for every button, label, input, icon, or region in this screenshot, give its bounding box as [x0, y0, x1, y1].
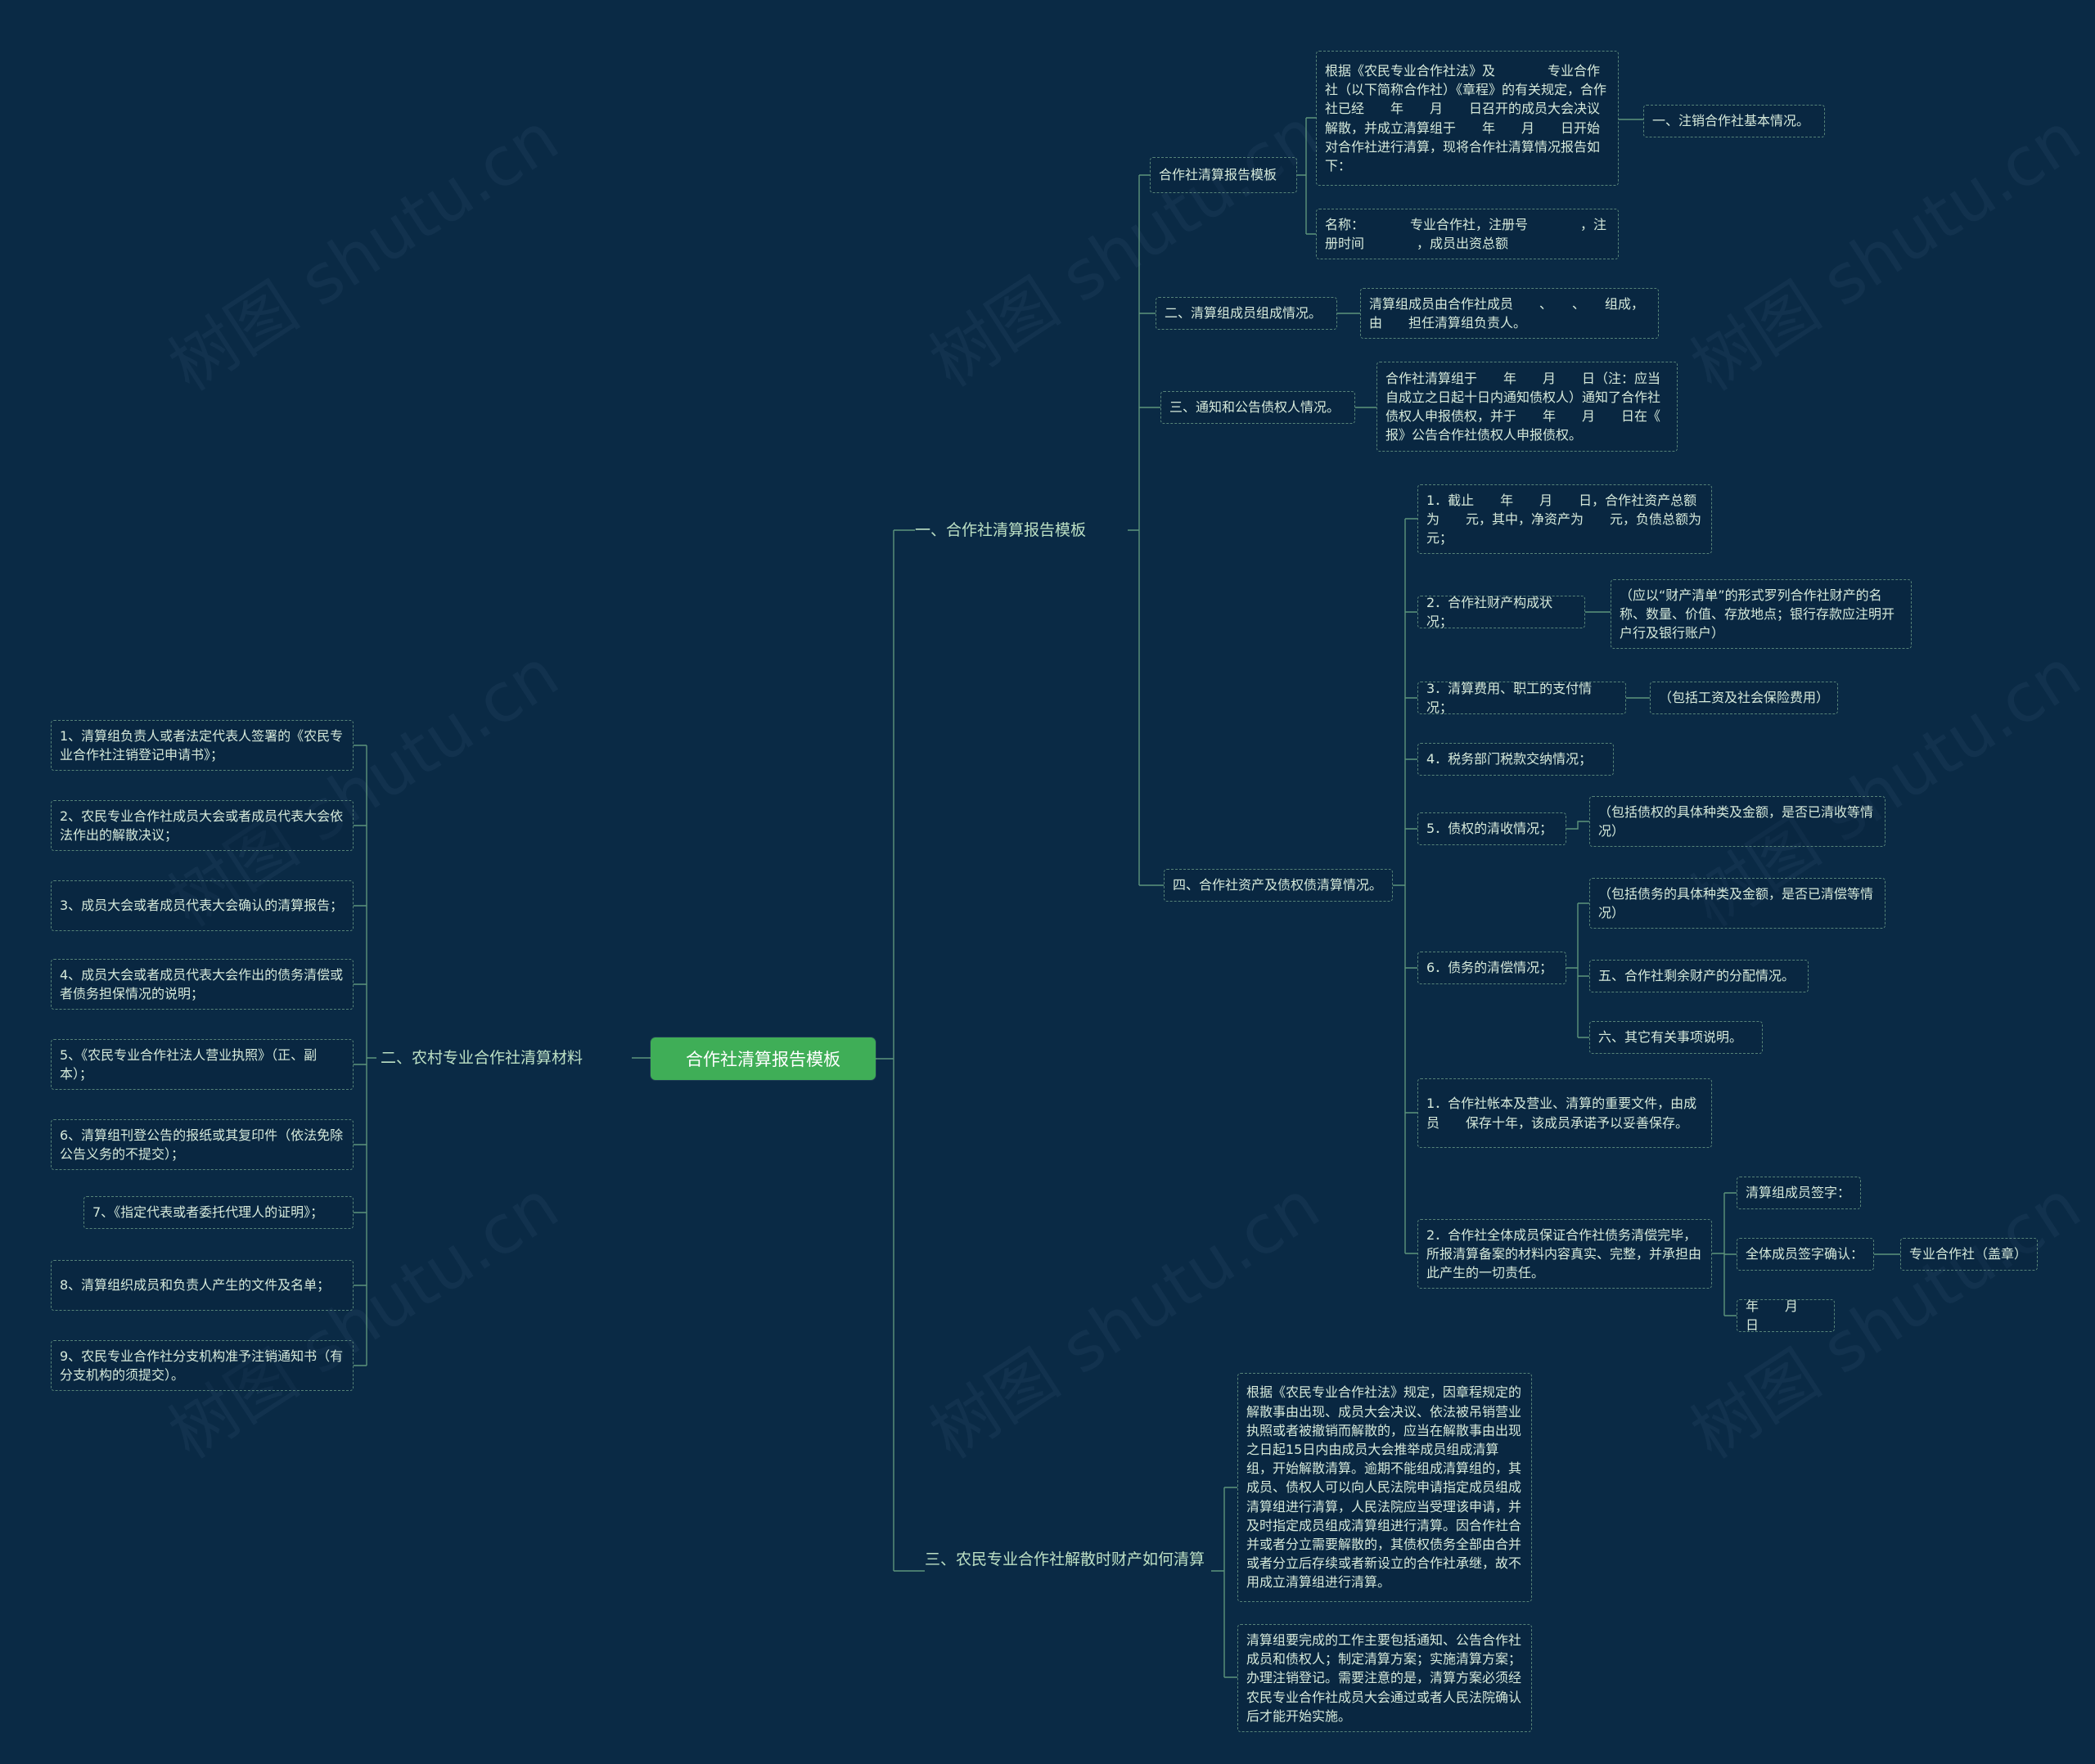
connector-left-branch	[354, 745, 651, 1366]
section4-node[interactable]: 四、合作社资产及债权债清算情况。	[1164, 869, 1393, 902]
debt-node[interactable]: 6．债务的清偿情况；	[1417, 952, 1566, 984]
material-item-2[interactable]: 2、农民专业合作社成员大会或者成员代表大会依法作出的解散决议；	[51, 800, 354, 851]
guarantee-node[interactable]: 2．合作社全体成员保证合作社债务清偿完毕，所报清算备案的材料内容真实、完整，并承…	[1417, 1219, 1712, 1289]
connector-template-children	[1297, 117, 1316, 235]
property-note-node[interactable]: （应以“财产清单”的形式罗列合作社财产的名称、数量、价值、存放地点；银行存款应注…	[1611, 579, 1912, 649]
section2-detail-node[interactable]: 清算组成员由合作社成员 、 、 组成，由 担任清算组负责人。	[1360, 288, 1659, 339]
material-item-6[interactable]: 6、清算组刊登公告的报纸或其复印件（依法免除公告义务的不提交）；	[51, 1119, 354, 1170]
stamp-node[interactable]: 专业合作社（盖章）	[1900, 1238, 2038, 1271]
tax-node[interactable]: 4．税务部门税款交纳情况；	[1417, 743, 1614, 776]
material-item-3[interactable]: 3、成员大会或者成员代表大会确认的清算报告；	[51, 880, 354, 931]
basic-info-node[interactable]: 一、注销合作社基本情况。	[1643, 105, 1825, 137]
expense-note-node[interactable]: （包括工资及社会保险费用）	[1650, 682, 1838, 714]
name-info-node[interactable]: 名称： 专业合作社，注册号 ，注册时间 ，成员出资总额	[1316, 209, 1619, 259]
material-item-7[interactable]: 7、《指定代表或者委托代理人的证明》；	[83, 1196, 354, 1229]
books-node[interactable]: 1．合作社帐本及营业、清算的重要文件，由成员 保存十年，该成员承诺予以妥善保存。	[1417, 1078, 1712, 1148]
section6-node[interactable]: 六、其它有关事项说明。	[1589, 1021, 1763, 1054]
dissolve-para1-node[interactable]: 根据《农民专业合作社法》规定，因章程规定的解散事由出现、成员大会决议、依法被吊销…	[1237, 1373, 1532, 1602]
report-intro-node[interactable]: 根据《农民专业合作社法》及 专业合作社（以下简称合作社）《章程》的有关规定，合作…	[1316, 51, 1619, 186]
section2-node[interactable]: 二、清算组成员组成情况。	[1156, 297, 1337, 330]
section3-node[interactable]: 三、通知和公告债权人情况。	[1160, 391, 1355, 424]
date-node[interactable]: 年 月 日	[1737, 1298, 1835, 1333]
material-item-1[interactable]: 1、清算组负责人或者法定代表人签署的《农民专业合作社注销登记申请书》；	[51, 720, 354, 771]
branch1-label[interactable]: 一、合作社清算报告模板	[915, 521, 1087, 539]
debt-note-node[interactable]: （包括债务的具体种类及金额，是否已清偿等情况）	[1589, 878, 1886, 929]
branch-left-label[interactable]: 二、农村专业合作社清算材料	[381, 1049, 583, 1067]
connector-sec4-spine	[1393, 518, 1417, 1254]
dissolve-para2-node[interactable]: 清算组要完成的工作主要包括通知、公告合作社成员和债权人；制定清算方案；实施清算方…	[1237, 1624, 1532, 1732]
expense-node[interactable]: 3．清算费用、职工的支付情况；	[1417, 681, 1626, 715]
connector-branch3-spine	[1211, 1487, 1237, 1678]
sign-all-node[interactable]: 全体成员签字确认：	[1737, 1238, 1874, 1271]
section5-node[interactable]: 五、合作社剩余财产的分配情况。	[1589, 960, 1809, 992]
connector-credit-note	[1566, 821, 1589, 830]
section3-detail-node[interactable]: 合作社清算组于 年 月 日（注：应当自成立之日起十日内通知债权人）通知了合作社债…	[1376, 362, 1687, 452]
material-item-4[interactable]: 4、成员大会或者成员代表大会作出的债务清偿或者债务担保情况的说明；	[51, 959, 354, 1010]
property-node[interactable]: 2．合作社财产构成状况；	[1417, 595, 1585, 629]
connector-branch1-spine	[1128, 174, 1164, 886]
root-node[interactable]: 合作社清算报告模板	[651, 1037, 876, 1080]
sign-member-node[interactable]: 清算组成员签字：	[1737, 1177, 1861, 1209]
material-item-9[interactable]: 9、农民专业合作社分支机构准予注销通知书（有分支机构的须提交）。	[51, 1340, 354, 1391]
connector-guarantee-children	[1712, 1192, 1737, 1316]
material-item-8[interactable]: 8、清算组织成员和负责人产生的文件及名单；	[51, 1260, 354, 1311]
branch3-label[interactable]: 三、农民专业合作社解散时财产如何清算	[925, 1550, 1205, 1568]
material-item-5[interactable]: 5、《农民专业合作社法人营业执照》（正、副本）；	[51, 1039, 354, 1090]
report-template-node[interactable]: 合作社清算报告模板	[1150, 157, 1297, 193]
credit-node[interactable]: 5．债权的清收情况；	[1417, 812, 1566, 845]
connector-debt-children	[1566, 902, 1589, 1038]
asset-total-node[interactable]: 1．截止 年 月 日，合作社资产总额为 元，其中，净资产为 元，负债总额为 元；	[1417, 484, 1728, 554]
connector-root-branches	[876, 529, 925, 1572]
credit-note-node[interactable]: （包括债权的具体种类及金额，是否已清收等情况）	[1589, 796, 1886, 847]
